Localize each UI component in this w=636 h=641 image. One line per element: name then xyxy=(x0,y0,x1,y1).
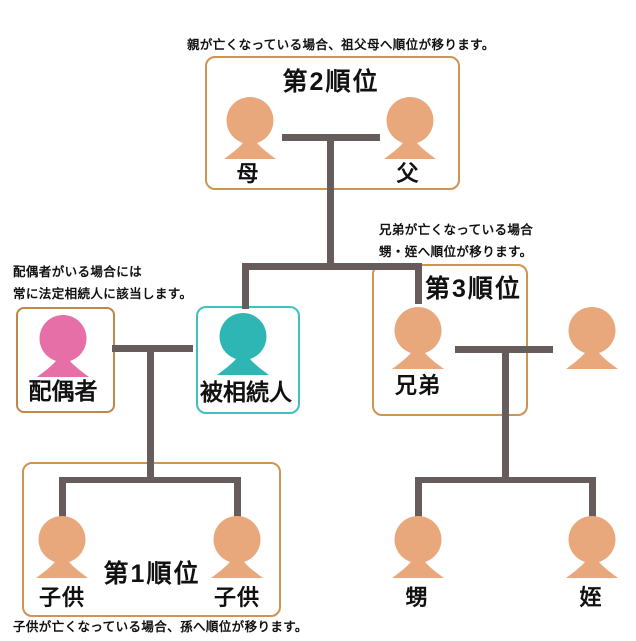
note-siblings-line1: 兄弟が亡くなっている場合 xyxy=(379,223,534,237)
label-child-left: 子供 xyxy=(38,585,86,610)
connector-siblings-branch xyxy=(242,263,422,270)
person-icon-child-left xyxy=(36,516,88,578)
note-parents: 親が亡くなっている場合、祖父母へ順位が移ります。 xyxy=(187,38,495,52)
person-icon-nephew xyxy=(392,516,444,578)
connector-couple-down xyxy=(147,345,154,480)
person-icon-niece xyxy=(566,516,618,578)
person-icon-mother xyxy=(224,97,276,159)
person-icon-sibling-spouse xyxy=(566,307,618,369)
note-spouse-line2: 常に法定相続人に該当します。 xyxy=(13,286,193,301)
note-spouse: 配偶者がいる場合には 常に法定相続人に該当します。 xyxy=(13,262,192,305)
connector-branch-to-decedent xyxy=(242,263,249,309)
connector-branch-to-sibling xyxy=(415,263,422,304)
connector-fork-to-nephew xyxy=(415,477,422,518)
connector-children-fork xyxy=(59,477,241,483)
rank1-title: 第1順位 xyxy=(103,560,201,588)
connector-fork-to-child-right xyxy=(234,477,241,518)
label-child-right: 子供 xyxy=(213,585,261,610)
person-icon-sibling xyxy=(392,307,444,369)
note-siblings: 兄弟が亡くなっている場合 甥・姪へ順位が移ります。 xyxy=(379,220,533,263)
connector-nephew-fork xyxy=(415,477,596,483)
note-spouse-line1: 配偶者がいる場合には xyxy=(13,265,143,279)
person-icon-father xyxy=(384,97,436,159)
rank3-group-box xyxy=(372,264,528,416)
label-nephew: 甥 xyxy=(405,585,429,610)
spouse-box xyxy=(16,307,115,413)
note-children: 子供が亡くなっている場合、孫へ順位が移ります。 xyxy=(13,620,308,634)
connector-fork-to-niece xyxy=(589,477,596,518)
label-niece: 姪 xyxy=(579,585,603,610)
label-spouse: 配偶者 xyxy=(28,378,98,404)
connector-parents-down xyxy=(327,134,334,270)
person-icon-child-right xyxy=(211,516,263,578)
connector-sibling-down xyxy=(502,346,509,480)
person-icon-spouse xyxy=(37,315,89,377)
person-icon-decedent xyxy=(217,313,269,375)
label-mother: 母 xyxy=(236,161,260,186)
note-siblings-line2: 甥・姪へ順位が移ります。 xyxy=(379,244,533,259)
connector-fork-to-child-left xyxy=(59,477,66,518)
label-father: 父 xyxy=(396,161,420,186)
label-sibling: 兄弟 xyxy=(394,373,442,398)
label-decedent: 被相続人 xyxy=(200,379,292,405)
rank3-title: 第3順位 xyxy=(425,275,522,303)
rank2-title: 第2順位 xyxy=(282,68,380,96)
